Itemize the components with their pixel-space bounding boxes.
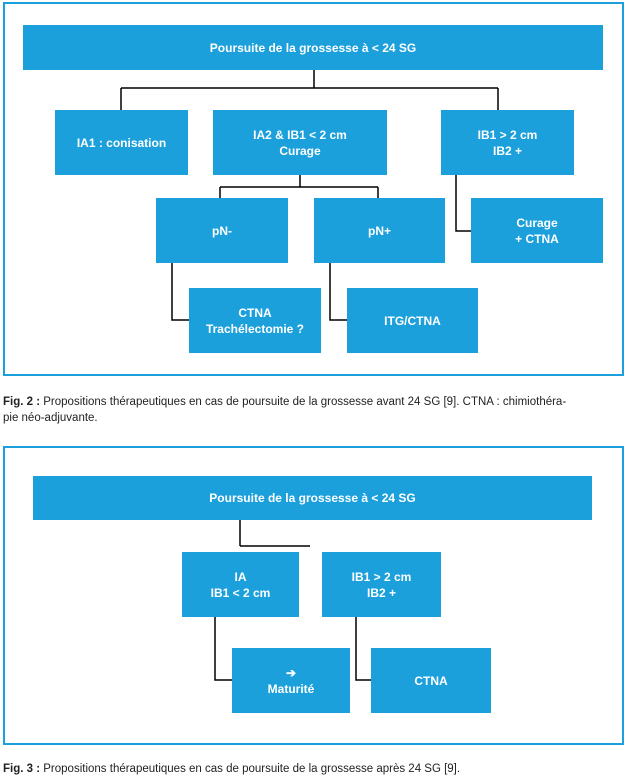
node-pn-plus: pN+ bbox=[314, 198, 445, 263]
caption-label: Fig. 2 : bbox=[3, 396, 41, 408]
node-label: Curage bbox=[516, 215, 558, 230]
arrow-right-icon: ➔ bbox=[285, 665, 297, 680]
node-ctna-trachelectomie: CTNA Trachélectomie ? bbox=[189, 288, 321, 353]
node-label: pN+ bbox=[367, 223, 391, 238]
node-label: Trachélectomie ? bbox=[205, 321, 305, 336]
node-maturite: ➔ Maturité bbox=[232, 648, 350, 713]
node-label: IB1 > 2 cm bbox=[477, 127, 538, 142]
caption-text: Propositions thérapeutiques en cas de po… bbox=[43, 396, 567, 408]
node-label: CTNA bbox=[414, 673, 448, 688]
node-curage-ctna: Curage + CTNA bbox=[471, 198, 603, 263]
caption-text: pie néo-adjuvante. bbox=[3, 412, 98, 424]
node-root-fig2: Poursuite de la grossesse à < 24 SG bbox=[23, 25, 603, 70]
figure-3-caption: Fig. 3 : Propositions thérapeutiques en … bbox=[3, 761, 460, 777]
node-ib1-ib2-fig3: IB1 > 2 cm IB2 + bbox=[322, 552, 441, 617]
connector-ib1-to-ctna bbox=[355, 617, 371, 681]
figure-2-frame bbox=[3, 2, 624, 376]
node-itg-ctna: ITG/CTNA bbox=[347, 288, 478, 353]
node-ia2-ib1: IA2 & IB1 < 2 cm Curage bbox=[213, 110, 387, 175]
node-label: IA1 : conisation bbox=[76, 135, 167, 150]
caption-text: Propositions thérapeutiques en cas de po… bbox=[43, 763, 461, 775]
connector-pn-plus-to-itg bbox=[329, 263, 347, 321]
node-label: pN- bbox=[212, 223, 232, 238]
node-label: ITG/CTNA bbox=[384, 313, 441, 328]
caption-label: Fig. 3 : bbox=[3, 763, 41, 775]
node-label: IB2 + bbox=[366, 585, 396, 600]
node-pn-minus: pN- bbox=[156, 198, 288, 263]
node-label: IB1 > 2 cm bbox=[351, 569, 412, 584]
figure-3-frame bbox=[3, 446, 624, 745]
node-ia1: IA1 : conisation bbox=[55, 110, 188, 175]
node-label: + CTNA bbox=[515, 231, 559, 246]
node-ia-ib1: IA IB1 < 2 cm bbox=[182, 552, 299, 617]
node-ib1-ib2: IB1 > 2 cm IB2 + bbox=[441, 110, 574, 175]
node-label: IA bbox=[234, 569, 247, 584]
node-label: IA2 & IB1 < 2 cm bbox=[253, 127, 347, 142]
node-label: Poursuite de la grossesse à < 24 SG bbox=[209, 40, 417, 55]
node-ctna: CTNA bbox=[371, 648, 491, 713]
node-label: IB2 + bbox=[492, 143, 522, 158]
connector-ia-to-maturite bbox=[214, 617, 232, 681]
figure-2-caption: Fig. 2 : Propositions thérapeutiques en … bbox=[3, 394, 566, 426]
node-root-fig3: Poursuite de la grossesse à < 24 SG bbox=[33, 476, 592, 520]
node-label: CTNA bbox=[238, 305, 272, 320]
connector-ib1-to-curage bbox=[455, 175, 471, 232]
node-label: Maturité bbox=[267, 681, 315, 696]
node-label: Poursuite de la grossesse à < 24 SG bbox=[209, 491, 416, 505]
node-label: IB1 < 2 cm bbox=[210, 585, 271, 600]
node-label: Curage bbox=[279, 143, 321, 158]
connector-pn-minus-to-ctna bbox=[171, 263, 189, 321]
